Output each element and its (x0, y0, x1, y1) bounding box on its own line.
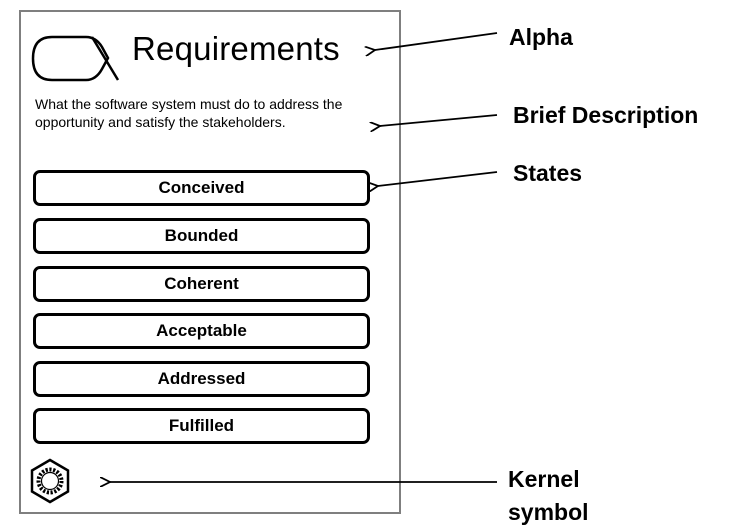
kernel-hexagon-icon (30, 458, 70, 504)
callout-states: States (513, 160, 583, 186)
state-card: Conceived (33, 170, 370, 206)
callout-brief-description: Brief Description (513, 102, 699, 128)
state-card: Coherent (33, 266, 370, 302)
callout-kernel-line1: Kernel (508, 466, 580, 492)
state-card: Bounded (33, 218, 370, 254)
alpha-title: Requirements (132, 30, 340, 67)
alpha-symbol-icon (31, 35, 120, 82)
callout-kernel-line2: symbol (508, 499, 589, 525)
description-arrow (380, 114, 498, 126)
alpha-arrow (375, 32, 498, 50)
state-card: Addressed (33, 361, 370, 397)
state-card: Acceptable (33, 313, 370, 349)
states-arrow (378, 171, 498, 186)
state-card: Fulfilled (33, 408, 370, 444)
callout-alpha: Alpha (509, 24, 573, 50)
alpha-description: What the software system must do to addr… (35, 96, 343, 130)
